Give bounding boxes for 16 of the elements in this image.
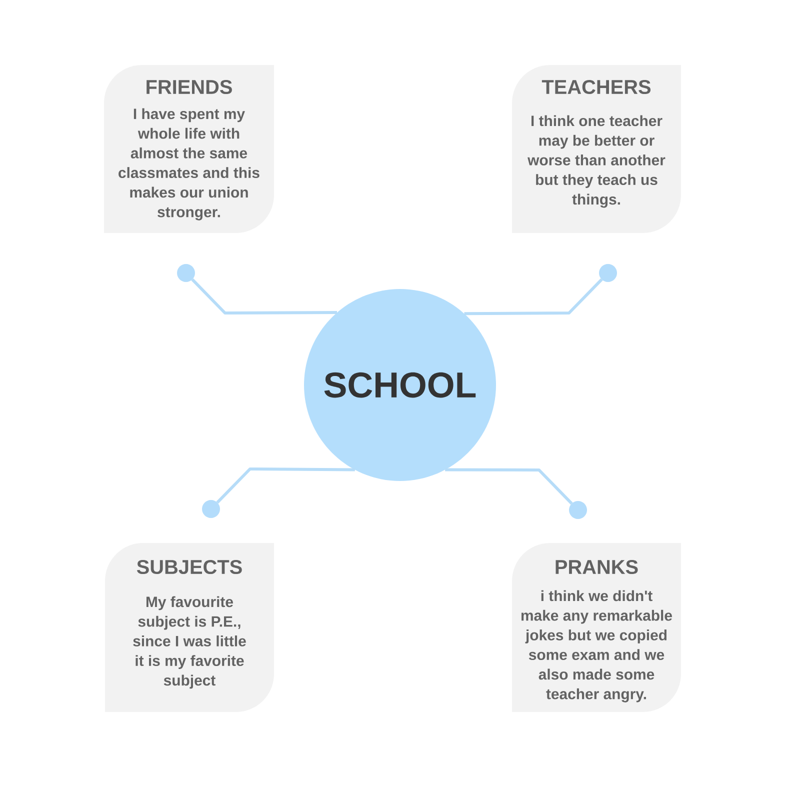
connector-line	[216, 468, 355, 504]
card-text: I have spent my whole life with almost the same classmates and this makes our union stronger.	[118, 108, 260, 220]
card-title: SUBJECTS	[136, 560, 242, 574]
card-text: My favourite subject is P.E., since I was little it is my favorite subject	[133, 596, 246, 689]
dot	[569, 501, 587, 519]
connector-line	[464, 278, 603, 316]
card-title: TEACHERS	[542, 80, 651, 94]
card-title: PRANKS	[556, 560, 638, 574]
dot	[177, 264, 195, 282]
dot	[202, 500, 220, 518]
card-title: FRIENDS	[146, 80, 232, 94]
connector-line	[445, 468, 573, 505]
card-text: I think one teacher may be better or worse than another but they teach us things.	[528, 115, 666, 208]
connector-line	[191, 278, 338, 314]
dot	[599, 264, 617, 282]
card-text: i think we didn't make any remarkable jokes but we copied some exam and we also made some teacher angry.	[521, 590, 672, 702]
